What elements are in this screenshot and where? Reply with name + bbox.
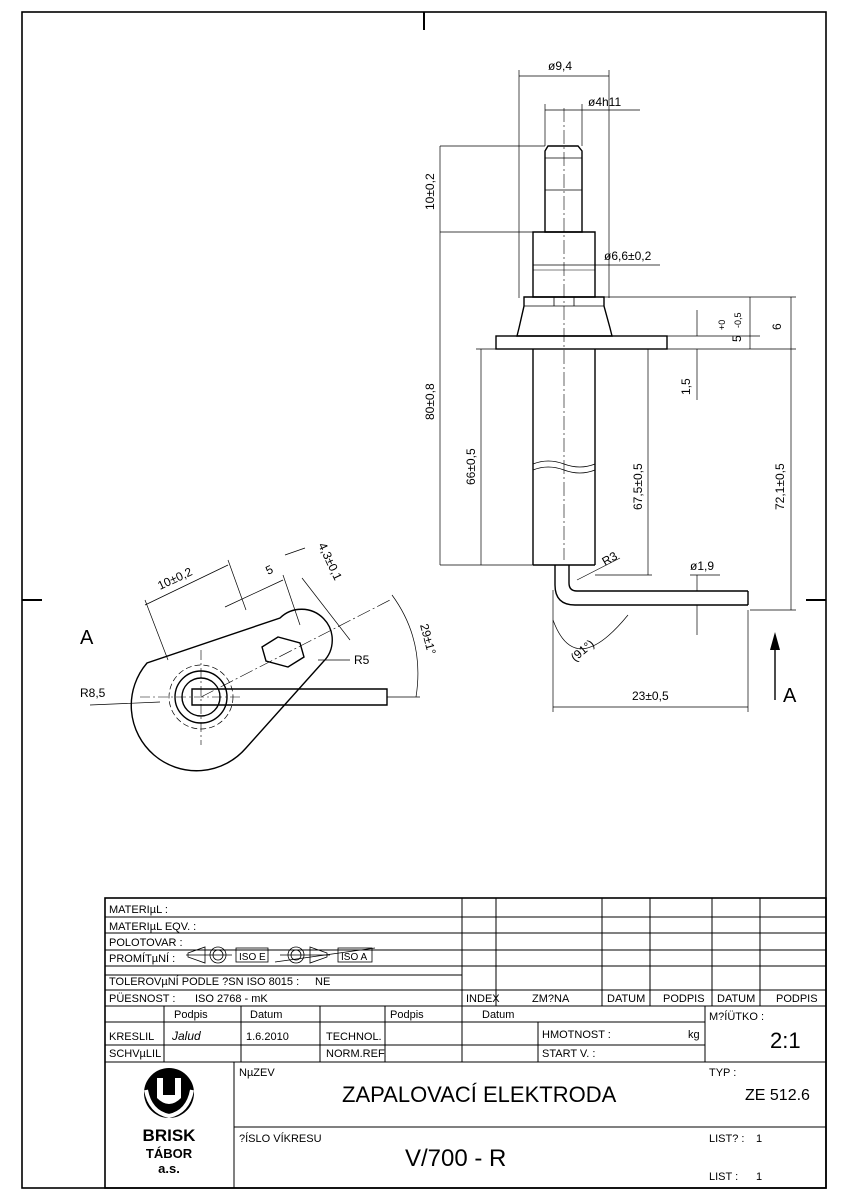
label-material: MATERIµL :	[109, 904, 168, 916]
dim-len-10: 10±0,2	[423, 173, 437, 210]
technol-datum: Datum	[482, 1009, 514, 1021]
plan-dim-r5: R5	[354, 653, 370, 667]
dim-angle-91: (91°)	[568, 637, 597, 665]
dim-d-1-9: ø1,9	[690, 559, 714, 573]
value-scale: 2:1	[770, 1028, 801, 1053]
value-name: ZAPALOVACÍ ELEKTRODA	[342, 1082, 617, 1107]
title-block-labels: MATERIµL : MATERIµL EQV. : POLOTOVAR : P…	[109, 904, 818, 1183]
technol-podpis: Podpis	[390, 1009, 424, 1021]
dim-len-80: 80±0,8	[423, 383, 437, 420]
label-sheets: LIST? :	[709, 1133, 744, 1145]
label-weight-unit: kg	[688, 1029, 700, 1041]
rev-header-change: ZM?NA	[532, 993, 570, 1005]
side-view-dimensions	[439, 70, 796, 712]
projection-symbols	[186, 946, 376, 964]
dim-tol-5-minus: -0,5	[733, 312, 743, 328]
title-block	[104, 897, 827, 1189]
dim-len-67-5: 67,5±0,5	[631, 463, 645, 510]
dim-d-6-6: ø6,6±0,2	[604, 249, 652, 263]
drawn-signature: Jalud	[171, 1029, 201, 1043]
label-weight: HMOTNOST :	[542, 1029, 611, 1041]
dim-len-1-5: 1,5	[679, 378, 693, 395]
label-name: NµZEV	[239, 1067, 275, 1079]
dim-r3: R3	[600, 549, 621, 569]
plan-dim-4-3: 4,3±0,1	[315, 540, 345, 582]
view-a-left-label: A	[80, 627, 94, 649]
value-tolerance: NE	[315, 976, 330, 988]
dim-tol-5-plus: +0	[717, 320, 727, 330]
company-form: a.s.	[158, 1161, 180, 1176]
label-start: START V. :	[542, 1048, 595, 1060]
label-drawing-no: ?ÍSLO VÍKRESU	[239, 1132, 322, 1145]
dim-len-23: 23±0,5	[632, 689, 669, 703]
plan-view-dimensions	[89, 547, 420, 706]
rev-header-sign: PODPIS	[663, 993, 705, 1005]
label-projection: PROMÍTµNÍ :	[109, 952, 175, 965]
plan-view-labels: 10±0,2 5 4,3±0,1 R5 R8,5 29±1° A	[80, 540, 439, 700]
value-sheets: 1	[756, 1133, 762, 1145]
rev-header-date-2: DATUM	[717, 993, 755, 1005]
col-podpis: Podpis	[174, 1009, 208, 1021]
label-technol: TECHNOL.	[326, 1031, 382, 1043]
value-precision: ISO 2768 - mK	[195, 993, 268, 1005]
plan-dim-r8-5: R8,5	[80, 686, 106, 700]
dim-d-9-4: ø9,4	[548, 59, 572, 73]
label-semi-product: POLOTOVAR :	[109, 937, 183, 949]
plan-dim-5: 5	[263, 562, 275, 578]
rev-header-index: INDEX	[466, 993, 500, 1005]
dim-len-66: 66±0,5	[464, 448, 478, 485]
dim-len-6: 6	[770, 323, 784, 330]
dim-len-5: 5	[730, 335, 744, 342]
label-type: TYP :	[709, 1067, 736, 1079]
rev-header-date: DATUM	[607, 993, 645, 1005]
dim-d-4h11: ø4h11	[588, 95, 621, 109]
brisk-logo: BRISK TÁBOR a.s.	[143, 1068, 197, 1176]
side-view-dimension-labels: ø9,4 ø4h11 10±0,2 ø6,6±0,2 80±0,8 66±0,5…	[423, 59, 797, 707]
label-drawn: KRESLIL	[109, 1031, 154, 1043]
label-norm-ref: NORM.REF.	[326, 1048, 387, 1060]
dim-len-72-1: 72,1±0,5	[773, 463, 787, 510]
value-sheet: 1	[756, 1171, 762, 1183]
label-scale: M?ÍÜTKO :	[709, 1010, 764, 1023]
view-a-right-label: A	[783, 685, 797, 707]
label-sheet: LIST :	[709, 1171, 738, 1183]
label-tolerance: TOLEROVµNÍ PODLE ?SN ISO 8015 :	[109, 975, 299, 988]
rev-header-sign-2: PODPIS	[776, 993, 818, 1005]
value-type: ZE 512.6	[745, 1087, 810, 1104]
drawn-date: 1.6.2010	[246, 1031, 289, 1043]
plan-dim-29: 29±1°	[417, 622, 439, 656]
label-iso-e: ISO E	[239, 952, 266, 963]
label-material-eqv: MATERIµL EQV. :	[109, 921, 196, 933]
label-approved: SCHVµLIL	[109, 1048, 161, 1060]
label-iso-a: ISO A	[341, 952, 367, 963]
plan-view	[130, 599, 391, 772]
side-view	[495, 108, 749, 606]
value-drawing-no: V/700 - R	[405, 1145, 506, 1172]
col-datum: Datum	[250, 1009, 282, 1021]
company-name: BRISK	[143, 1126, 197, 1145]
company-city: TÁBOR	[146, 1146, 193, 1161]
label-precision: PÜESNOST :	[109, 993, 175, 1005]
plan-dim-10: 10±0,2	[155, 564, 194, 592]
